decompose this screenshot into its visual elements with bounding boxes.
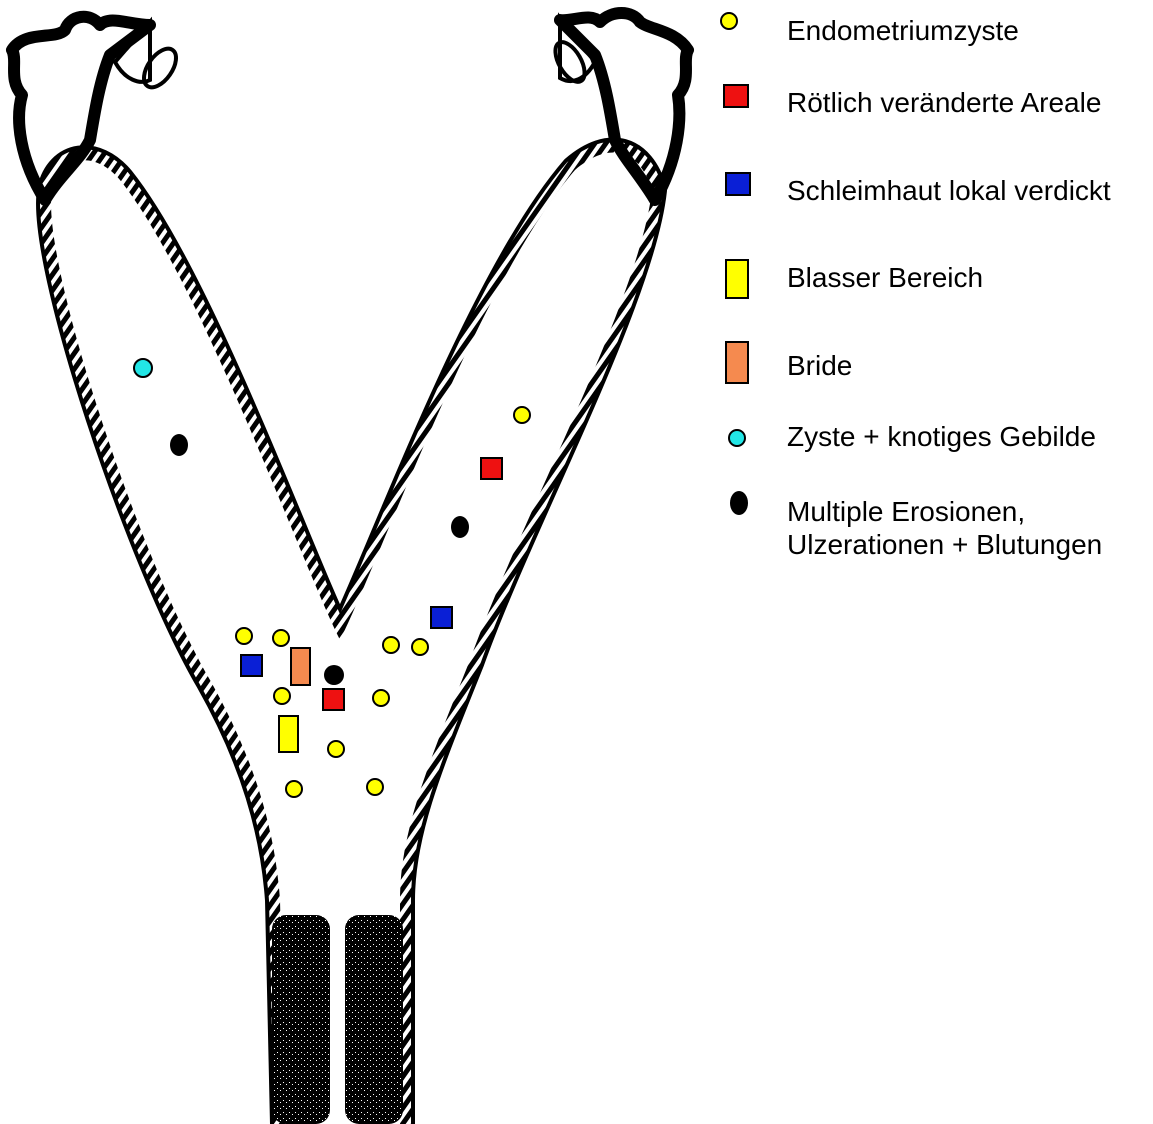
erosion-marker (324, 665, 344, 685)
reddish-area-marker (481, 458, 502, 479)
legend-label: Schleimhaut lokal verdickt (787, 174, 1111, 207)
pale-area-marker (279, 716, 298, 752)
thickened-mucosa-marker (431, 607, 452, 628)
yellow-circle-icon (720, 12, 738, 30)
legend-item-blasser-bereich: Blasser Bereich (715, 261, 1153, 301)
blue-square-icon (725, 172, 751, 196)
legend-label: Bride (787, 349, 852, 382)
legend-item-schleimhaut: Schleimhaut lokal verdickt (715, 174, 1153, 214)
endometrial-cyst-marker (514, 407, 530, 423)
legend-label: Zyste + knotiges Gebilde (787, 420, 1096, 453)
endometrial-cyst-marker (286, 781, 302, 797)
legend: Endometriumzyste Rötlich veränderte Area… (715, 0, 1153, 600)
endometrial-cyst-marker (274, 688, 290, 704)
legend-item-roetlich: Rötlich veränderte Areale (715, 86, 1153, 126)
cyst-nodular-marker (134, 359, 152, 377)
reddish-area-marker (323, 689, 344, 710)
legend-item-zyste-knotig: Zyste + knotiges Gebilde (715, 420, 1153, 460)
legend-label: Multiple Erosionen, Ulzerationen + Blutu… (787, 495, 1102, 561)
cyst-nodular-icon (728, 429, 746, 447)
endometrial-cyst-marker (328, 741, 344, 757)
erosion-marker (170, 434, 188, 456)
endometrial-cyst-marker (412, 639, 428, 655)
legend-item-erosionen: Multiple Erosionen, Ulzerationen + Blutu… (715, 495, 1153, 575)
thickened-mucosa-marker (241, 655, 262, 676)
legend-label: Endometriumzyste (787, 14, 1019, 47)
black-oval-icon (730, 491, 748, 515)
legend-label: Blasser Bereich (787, 261, 983, 294)
legend-item-bride: Bride (715, 349, 1153, 389)
bride-marker (291, 648, 310, 685)
legend-item-endometriumzyste: Endometriumzyste (715, 14, 1153, 54)
endometrial-cyst-marker (383, 637, 399, 653)
endometrial-cyst-marker (367, 779, 383, 795)
legend-label: Rötlich veränderte Areale (787, 86, 1101, 119)
erosion-marker (451, 516, 469, 538)
yellow-rectangle-icon (725, 259, 749, 299)
endometrial-cyst-marker (373, 690, 389, 706)
orange-rectangle-icon (725, 341, 749, 384)
endometrial-cyst-marker (273, 630, 289, 646)
red-square-icon (723, 84, 749, 108)
endometrial-cyst-marker (236, 628, 252, 644)
